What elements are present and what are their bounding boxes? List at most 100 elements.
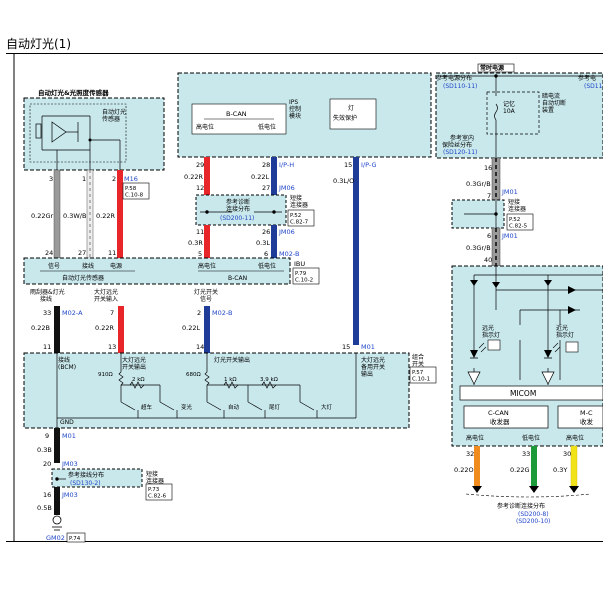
ibu-bcan: B-CAN — [228, 275, 247, 282]
right-gauge-g: 0.22G — [510, 466, 530, 474]
right-pin-16: 16 — [484, 164, 492, 172]
combo-bcm-l2: (BCM) — [58, 364, 76, 371]
ips-conn-jm06: JM06 — [278, 184, 295, 192]
right-bus-node — [494, 74, 498, 78]
high-beam-indicator-icon — [470, 342, 487, 359]
combo-sw-head: 大灯 — [321, 403, 333, 411]
ibu-ref-l1: P.79 — [295, 271, 307, 277]
ibu-high: 高电位 — [198, 262, 216, 270]
short1-ref: 参考诊断连接分布 — [226, 198, 250, 213]
right-tri-2 — [541, 371, 555, 385]
combo-sw-tail: 尾灯 — [269, 403, 281, 411]
combo-backup-l3: 输出 — [361, 370, 373, 378]
sensor-label-l1: 自动灯光 — [102, 108, 126, 116]
right-gauge-b: 0.3Gr/B — [466, 244, 491, 252]
right-gauge-o: 0.22O — [454, 466, 474, 474]
combo-hiout-l2: 开关输出 — [122, 363, 146, 371]
short1-node-a — [205, 210, 209, 214]
wire-orange — [474, 446, 480, 486]
right-ref2-l1: 参考室内 — [450, 134, 474, 142]
wire-red-4 — [118, 306, 124, 353]
combo-bcm-l1: 接线 — [58, 356, 70, 364]
combo-label-l1: 组合 — [412, 353, 424, 361]
right-arrow-1 — [568, 286, 576, 294]
wire-blue-3 — [204, 306, 210, 353]
lamp-gauge: 0.3L/O — [333, 177, 354, 185]
ips-bcan: B-CAN — [226, 110, 247, 118]
right-diode-1 — [470, 280, 478, 286]
low-beam-indicator-icon — [544, 342, 561, 359]
right-ref1: 参考电源分布 — [436, 74, 472, 82]
right-arrow-2 — [568, 306, 576, 314]
right-arrow-g — [529, 486, 539, 493]
wire-blue-1 — [271, 157, 277, 195]
ibu-wiper-l2: 接线 — [40, 295, 52, 303]
ibu-gauge-b: 0.22B — [31, 324, 50, 332]
gnd-page-box — [145, 483, 173, 501]
right-diag-ref: 参考诊断连接分布 — [497, 502, 545, 510]
right-ref1b: 参考电 — [578, 74, 596, 82]
gnd-conn-m01: M01 — [62, 432, 76, 440]
short1-conn2: M02-B — [279, 250, 299, 258]
right-ref1b-code: (SD11 — [584, 83, 603, 90]
sensor-pin-2: 2 — [112, 175, 116, 183]
right-pin-33: 33 — [522, 450, 530, 458]
right-short-page-box — [506, 213, 534, 231]
ibu-wiper-l1: 雨刮器&灯光 — [30, 288, 65, 296]
gnd-conn-jm03: JM03 — [61, 460, 78, 468]
short1-ref-l2: 连接分布 — [226, 205, 250, 213]
right-diode-2 — [544, 280, 552, 286]
ips-pin-27: 27 — [262, 184, 270, 192]
ibu-pin-6: 6 — [264, 250, 268, 258]
ips-high: 高电位 — [196, 123, 214, 131]
right-lamp2-l1: 近光 — [556, 324, 568, 332]
short1-gauge-r: 0.3R — [188, 239, 203, 247]
gnd-gauge-1: 0.3B — [37, 446, 52, 454]
ips-conn-h: I/P-H — [279, 161, 294, 169]
micom-label: MICOM — [510, 389, 536, 398]
gnd-ref-code: (SD130-2) — [70, 480, 101, 487]
gnd-conn-jm03-b: JM03 — [61, 491, 78, 499]
gnd-short-label: 短接连接器 — [146, 470, 164, 485]
sensor-pin-1: 1 — [82, 175, 86, 183]
short1-label-l1: 短接 — [290, 194, 302, 202]
right-low: 低电位 — [522, 434, 540, 442]
gnd-ref: 参考接线分布 — [68, 471, 104, 479]
right-bundle-curve — [465, 493, 591, 498]
ips-label-l1: IPS — [289, 99, 298, 106]
combo-sw-auto: 自动 — [228, 403, 240, 411]
right-conn-a: JM01 — [501, 188, 518, 196]
gauge-white: 0.3W/B — [63, 212, 86, 220]
ibu-low: 低电位 — [258, 262, 276, 270]
sensor-title: 自动灯光&光照度传感器 — [38, 88, 109, 97]
wire-red-3 — [204, 225, 210, 258]
ibu-pin-11: 11 — [108, 249, 116, 257]
lamp-conn: I/P-G — [361, 161, 377, 169]
combo-internals — [56, 353, 357, 428]
right-pin-30: 30 — [563, 450, 571, 458]
bottom-border — [6, 541, 603, 542]
gnd-short-l2: 连接器 — [146, 477, 164, 485]
right-pin-32: 32 — [466, 450, 474, 458]
ips-lamp-l1: 灯 — [348, 104, 354, 112]
combo-hiout-l1: 大灯远光 — [122, 356, 146, 364]
short1-ref-code: (SD200-11) — [220, 215, 254, 222]
gnd-pin-16: 16 — [43, 491, 51, 499]
ibu-light-sw: 灯光开关信号 — [194, 288, 218, 303]
ibu-wiper-gnd: 雨刮器&灯光接线 — [30, 288, 65, 303]
sensor-connector: M16 — [124, 175, 138, 183]
combo-bcm-gnd: 接线(BCM) — [58, 356, 76, 371]
ips-gauge-l: 0.22L — [251, 173, 269, 181]
combo-backup: 大灯远光备用开关输出 — [361, 356, 385, 378]
right-gauge-y: 0.3Y — [553, 466, 567, 474]
ibu-signal: 信号 — [48, 262, 60, 270]
gnd-pin-9: 9 — [45, 432, 49, 440]
short1-ref-l1: 参考诊断 — [226, 198, 250, 206]
ground-page: P.74 — [69, 536, 81, 542]
right-short-node — [494, 212, 498, 216]
right-tri-1 — [467, 371, 481, 385]
right-diode-3 — [492, 282, 500, 288]
